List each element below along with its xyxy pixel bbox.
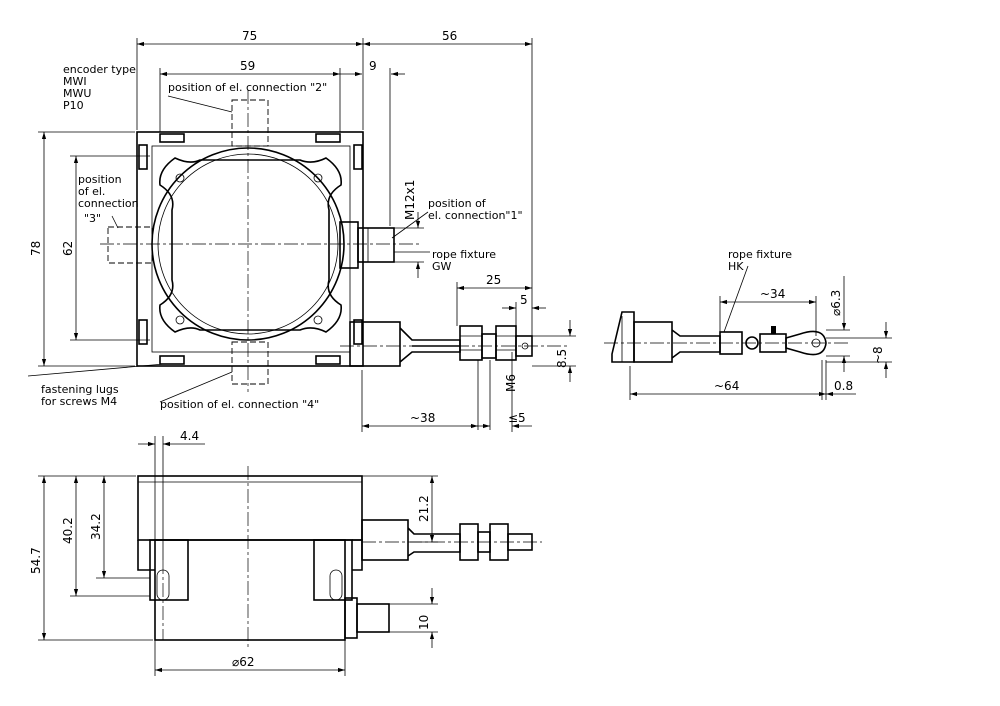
encoder-type-label: encoder type MWI MWU P10 [63,63,139,112]
lugs-label: fastening lugs for screws M4 [41,383,122,408]
side-view [137,466,542,650]
side-body [154,539,346,641]
connection-2-hidden [231,99,269,147]
dim-38: ~38 [410,411,435,425]
dim-75: 75 [242,29,257,43]
dim-54-7: 54.7 [29,547,43,574]
dim-62: 62 [61,241,75,256]
top-view-dimensions: 75 56 59 9 78 62 M12x1 25 [27,29,576,432]
dim-hk-dia63: ⌀6.3 [829,290,843,316]
dim-5: 5 [520,293,528,307]
fastening-lugs [138,133,363,365]
dim-56: 56 [442,29,457,43]
dim-34-2: 34.2 [89,513,103,540]
rope-nut-2 [495,325,517,361]
conn-3-label: position of el. connection "3" [78,173,142,225]
hk-dimensions: ~34 ⌀6.3 ~8 ~64 0.8 [629,265,892,400]
top-view-labels: encoder type MWI MWU P10 position of el.… [41,63,523,411]
rope-nut-1 [459,325,483,361]
conn-2-label: position of el. connection "2" [168,81,327,94]
dim-21-2: 21.2 [417,495,431,522]
dim-8-5: 8.5 [555,349,569,368]
dim-le5: ≤5 [508,411,526,425]
dim-40-2: 40.2 [61,517,75,544]
rope-outlet [349,321,401,367]
rope-gw-label: rope fixture GW [432,248,500,273]
conn-4-label: position of el. connection "4" [160,398,319,411]
side-lug-left [149,539,189,601]
mounting-flange [158,157,343,333]
connection-4-hidden [231,341,269,385]
dim-dia62: ⌀62 [232,655,255,669]
connection-3-hidden [107,226,153,264]
dim-hk-34: ~34 [760,287,785,301]
dim-hk-08: 0.8 [834,379,853,393]
dim-hk-8: ~8 [871,346,885,364]
dim-10: 10 [417,615,431,630]
side-connection [344,597,358,639]
dim-25: 25 [486,273,501,287]
side-view-dimensions: 4.4 54.7 40.2 34.2 21.2 10 ⌀62 [29,429,438,676]
housing-outline [136,131,364,367]
hk-rope-fixture [604,311,850,363]
dim-m6: M6 [504,374,518,392]
top-view [100,90,570,392]
rope-hk-label: rope fixture HK [728,248,796,273]
dim-m12: M12x1 [403,180,417,220]
dim-59: 59 [240,59,255,73]
dim-78: 78 [29,241,43,256]
side-housing-top [137,475,363,541]
dim-9: 9 [369,59,377,73]
dim-4-4: 4.4 [180,429,199,443]
side-lug-right [313,539,353,601]
conn-1-label: position of el. connection"1" [428,197,523,222]
dim-hk-64: ~64 [714,379,739,393]
